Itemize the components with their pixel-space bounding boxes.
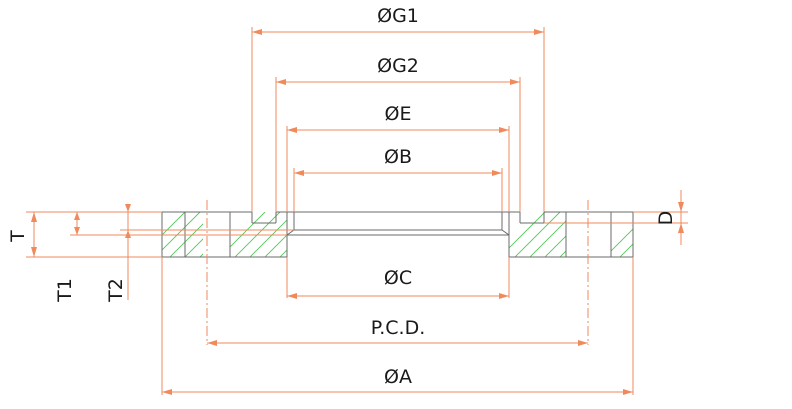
hatch-right-outer (611, 228, 633, 257)
dimension-g1 (252, 29, 544, 35)
dimension-g2 (276, 79, 520, 85)
dimension-b (294, 170, 502, 176)
label-t1: T1 (54, 278, 76, 303)
label-d: D (655, 211, 677, 226)
extension-lines (26, 27, 688, 395)
dimension-t1 (74, 212, 80, 235)
dimension-c (287, 293, 509, 299)
label-b: ØB (384, 146, 412, 168)
label-pcd: P.C.D. (371, 317, 426, 339)
dimension-a (162, 389, 633, 395)
dimension-t (31, 212, 37, 257)
dimension-e (287, 127, 509, 133)
label-g2: ØG2 (377, 55, 419, 77)
hatch-left-inner (230, 212, 287, 257)
dimension-pcd (207, 340, 588, 346)
label-e: ØE (385, 103, 412, 125)
dimension-t2 (125, 204, 131, 300)
label-c: ØC (384, 267, 412, 289)
dimension-d (678, 190, 684, 245)
flange-outline (161, 211, 634, 258)
label-t2: T2 (105, 278, 127, 303)
hatch-right-inner (509, 212, 566, 257)
label-a: ØA (384, 366, 412, 388)
label-t: T (7, 230, 29, 243)
label-g1: ØG1 (377, 5, 419, 27)
